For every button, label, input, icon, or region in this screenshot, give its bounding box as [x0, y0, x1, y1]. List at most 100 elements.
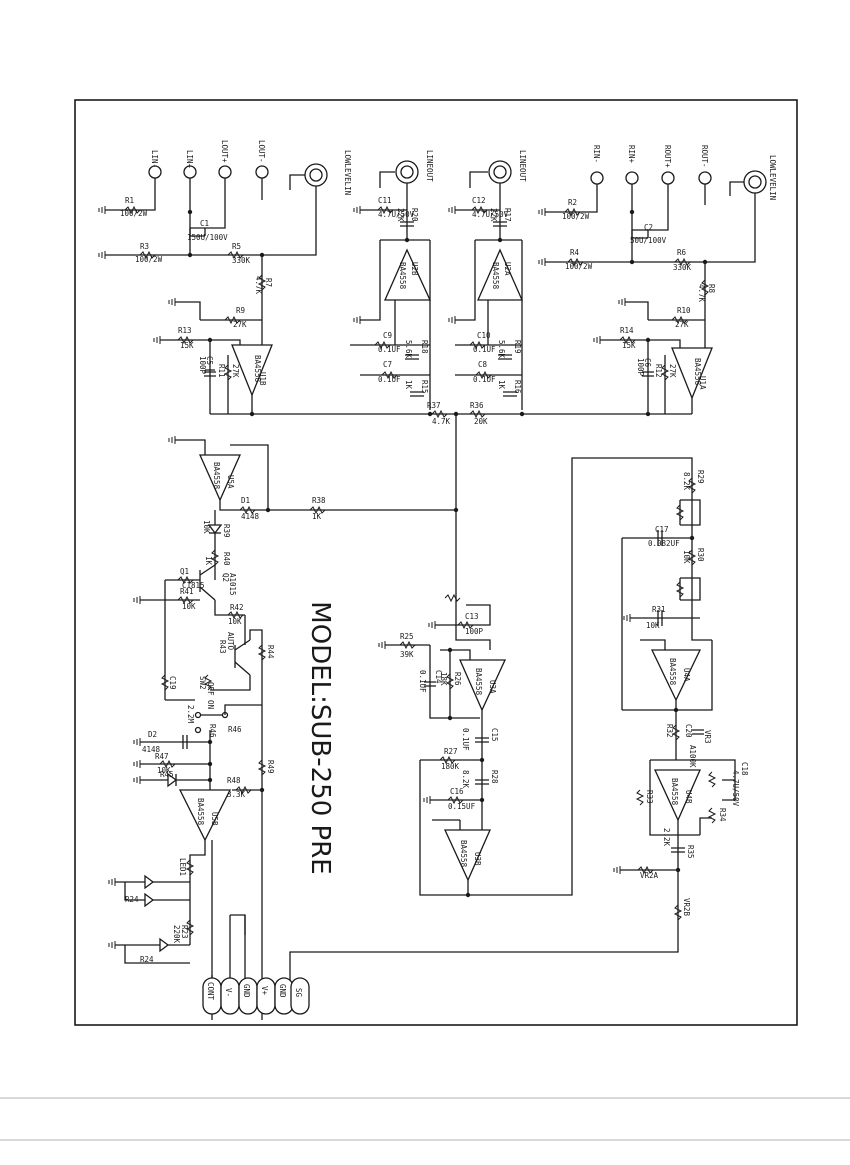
- left-input-section: LIN- LIN+ LOUT+ LOUT- LOWLEVELIN C1 150U…: [105, 140, 352, 320]
- opamp-u3a: [459, 659, 507, 712]
- component-label-r46: R47: [155, 752, 169, 761]
- component-label-c15: R28: [490, 770, 499, 784]
- component-label-c12: R17: [503, 208, 512, 222]
- right-input-section: RIN- RIN+ ROUT+ ROUT- LOWLEVELIN C2 50U/…: [545, 145, 777, 320]
- right-filter-section: R29 8.2K C17 0.082UF R30 10K R31 10K BA4…: [289, 470, 749, 980]
- component-value-r47: 3.3K: [227, 790, 246, 799]
- summing-bus: R37 4.7K R36 20K: [210, 401, 692, 595]
- component-label-d2: R45: [160, 770, 174, 779]
- component-value-r23: 100P: [465, 627, 484, 636]
- component-label-c1: C1: [200, 219, 209, 228]
- component-value-r6: 330K: [673, 263, 692, 272]
- u1a-section: R10 27K BA4558 U1A R14 15K 100P C6 R12 2…: [600, 301, 713, 414]
- opamp-u2a: [477, 248, 523, 301]
- component-value-d1: 10K: [202, 520, 211, 534]
- component-value-q2: AUTO: [226, 632, 235, 651]
- component-label-r10: R10: [677, 306, 691, 315]
- component-label-c5: C5: [205, 356, 214, 365]
- jack-label: LOWLEVELIN: [343, 150, 352, 195]
- terminal-rout-plus[interactable]: [661, 171, 675, 185]
- component-label-r28: R29: [696, 470, 705, 484]
- component-value-r11: 27K: [231, 364, 240, 378]
- opamp-ref: U5A: [226, 475, 235, 489]
- component-value-r26: 180K: [441, 762, 460, 771]
- opamp-u4a: [650, 649, 702, 702]
- terminal-label: RIN-: [592, 145, 601, 163]
- terminal-lout-minus[interactable]: [255, 165, 269, 179]
- opamp-ref: U3B: [473, 852, 482, 866]
- pin-label: GND: [242, 984, 251, 998]
- component-label-r43: SW2: [198, 676, 207, 690]
- component-value-q1: A1015: [228, 573, 237, 596]
- component-value-r20: 0.1UF: [378, 345, 401, 354]
- component-label-r9: R9: [236, 306, 245, 315]
- component-value-r19: 0.1UF: [473, 375, 496, 384]
- component-label-c17: R31: [652, 605, 666, 614]
- component-value-c9: 5.6K: [404, 340, 413, 359]
- component-value-r1: 100/2W: [120, 209, 148, 218]
- component-value-c8: 1K: [497, 380, 506, 390]
- component-label-r48: LED1: [178, 858, 187, 876]
- opamp-u1b: [231, 344, 273, 397]
- component-label-r42: R44: [266, 645, 275, 659]
- model-title: MODEL:SUB-250 PRE: [305, 601, 335, 874]
- component-value-c5: 100P: [198, 356, 207, 375]
- component-label-led1: R24: [140, 955, 154, 964]
- component-value-r46: 10K: [157, 766, 171, 775]
- component-label-c10: R19: [513, 340, 522, 354]
- component-label-r2: R2: [568, 198, 577, 207]
- component-value-c17: 10K: [646, 621, 660, 630]
- component-value-vr3: 4.7U/50V: [731, 770, 740, 807]
- component-value-r4: 100/2W: [565, 262, 593, 271]
- terminal-rin-plus[interactable]: [625, 171, 639, 185]
- jack-label: LINEOUT: [518, 150, 527, 182]
- component-label-c20: VR3: [703, 730, 712, 744]
- component-value-r49: 220K: [172, 925, 181, 944]
- opamp-u3b: [443, 829, 491, 882]
- opamp-ref: U3A: [488, 680, 497, 694]
- connector-pin-v-plus[interactable]: [256, 977, 276, 1015]
- component-value-c19: 4148: [142, 745, 161, 754]
- component-label-r3: R3: [140, 242, 149, 251]
- terminal-lout-plus[interactable]: [218, 165, 232, 179]
- component-value-c18: 2.2K: [662, 828, 671, 847]
- component-value-c1: 150U/100V: [187, 233, 228, 242]
- opamp-u1a: [671, 347, 713, 400]
- component-label-r20: C9: [383, 331, 392, 340]
- component-value-r22: 4.7U/50V: [472, 210, 509, 219]
- component-value-r43: OFF ON: [206, 682, 215, 709]
- component-label-r37: D1: [241, 496, 250, 505]
- component-label-r36: R38: [312, 496, 326, 505]
- terminal-rin-minus[interactable]: [590, 171, 604, 185]
- component-label-r22: C12: [472, 196, 486, 205]
- component-label-r4: R4: [570, 248, 580, 257]
- terminal-label: LOUT-: [257, 140, 266, 163]
- component-label-r23: C13: [465, 612, 479, 621]
- jack-label: LOWLEVELIN: [768, 155, 777, 200]
- opamp-part: BA4558: [668, 658, 677, 686]
- component-label-r15: R37: [427, 401, 441, 410]
- component-label-r6: R6: [677, 248, 687, 257]
- component-value-r12: 27K: [668, 364, 677, 378]
- component-label-r38: R40: [222, 552, 231, 566]
- connector-pin-sg[interactable]: [290, 977, 310, 1015]
- component-value-r7: 4.7K: [254, 276, 263, 295]
- component-label-q1: Q2: [221, 573, 230, 582]
- component-value-r41: 10K: [228, 617, 242, 626]
- component-value-c12: 22K: [489, 208, 498, 222]
- terminal-rout-minus[interactable]: [698, 171, 712, 185]
- component-value-r5: 330K: [232, 256, 251, 265]
- component-value-r25: 18K: [439, 672, 448, 686]
- opamp-u5a: [198, 454, 242, 502]
- component-label-r14: R14: [620, 326, 634, 335]
- opamp-part: BA4558: [196, 798, 205, 826]
- opamp-part: BA4558: [474, 668, 483, 696]
- component-value-c10: 5.6K: [497, 340, 506, 359]
- component-label-r45: R49: [266, 760, 275, 774]
- component-value-r15: 4.7K: [432, 417, 451, 426]
- component-label-r13: R13: [178, 326, 192, 335]
- jack-label: LINEOUT: [425, 150, 434, 182]
- component-label-r26: R27: [444, 747, 458, 756]
- terminal-label: RIN+: [627, 145, 636, 164]
- lineout-left-section: LINEOUT C11 4.7U/50V R20 22K BA4558 U2B …: [350, 150, 434, 410]
